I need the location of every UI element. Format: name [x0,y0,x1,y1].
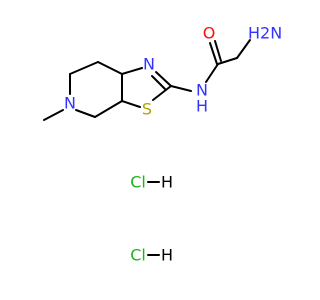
bond-nh-c2 [170,85,192,92]
bond-c-nh [205,63,219,83]
atom-thiazole-n: N [143,55,155,74]
bond-c4-c5 [69,61,99,75]
atom-ring-n: N [64,94,76,113]
atom-amine-n: H2N [248,24,282,43]
bond-c7-c7a [94,100,123,118]
bond-ch2-nh2 [236,39,251,59]
atom-oxygen: O [203,24,216,43]
atom-amide-n: N [196,81,208,100]
bond-c7a-s [121,100,141,108]
atom-sulfur: S [142,100,152,119]
bond-c2-n3-b [151,75,166,90]
bond-c-o-a [209,42,218,65]
atom-hydrogen-2: H [161,246,173,265]
bond-c3a-c4 [97,61,123,75]
bond-n3-c3a [121,67,143,75]
atom-amide-h: H [196,97,208,116]
bond-n6-methyl [43,109,64,121]
bond-c-o-b [214,40,222,62]
molecule-drawing: H2N O N H N S N Cl H Cl H [43,24,282,265]
bond-c-ch2 [217,57,238,65]
bond-n6-c7 [75,109,96,118]
structure-canvas: H2N O N H N S N Cl H Cl H [43,24,282,265]
bond-s-c2 [152,85,172,101]
atom-chlorine-2: Cl [130,246,146,265]
bond-c2-n3-a [155,71,172,87]
atom-hydrogen-1: H [161,173,173,192]
atom-chlorine-1: Cl [130,173,146,192]
